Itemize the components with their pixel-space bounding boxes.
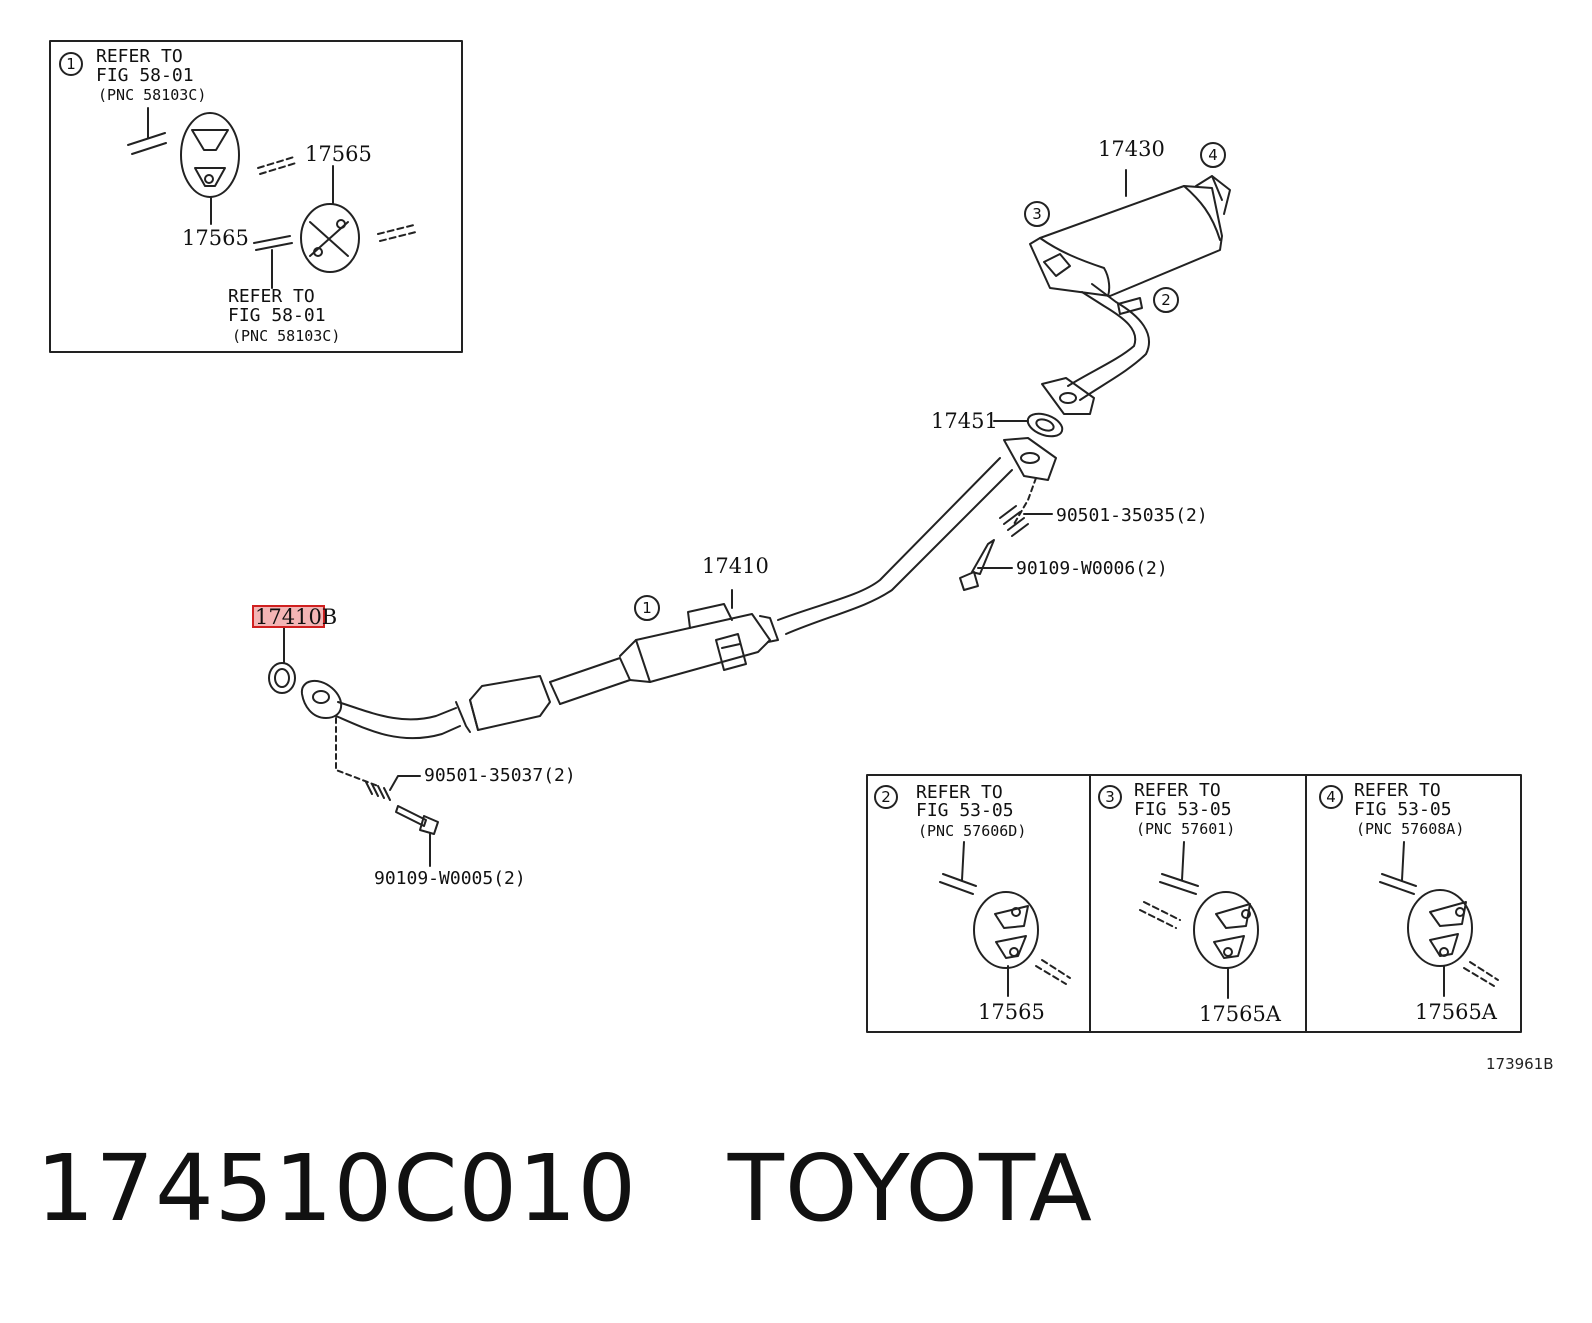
hanger-icon [1193,891,1259,969]
callout-circle-4 [1200,142,1226,168]
inset-frame-bottom [866,774,1522,1033]
front-pipe [337,701,457,721]
spring-icon [365,781,391,801]
center-pipe [777,457,1001,621]
part-number-label: 90501-35035(2) [1056,505,1208,526]
part-number-label: 17565A [1199,1002,1282,1026]
refer-line: (PNC 57608A) [1356,820,1464,838]
pipe-stub-dashed [1139,901,1181,929]
catalytic-converter [455,657,631,733]
refer-line: FIG 53-05 [1134,799,1232,820]
pipe-stub [1379,873,1417,895]
hanger-icon [1407,889,1473,967]
callout-circle-4-inset [1319,785,1343,809]
callout-circle-3 [1024,201,1050,227]
caption-spacer [637,1135,728,1242]
refer-line: FIG 53-05 [1354,799,1452,820]
callout-number: 1 [642,599,652,617]
callout-number: 4 [1208,146,1218,164]
bolt-icon [959,539,995,591]
callout-circle-2 [1153,287,1179,313]
part-number-label: 17565 [978,1000,1045,1024]
refer-line: (PNC 58103C) [232,327,340,345]
caption-part-number: 174510C010 [36,1135,638,1242]
refer-line: REFER TO [96,46,183,67]
part-number-label: 17565A [1415,1000,1498,1024]
part-number-label: 17430 [1098,137,1165,161]
muffler-inlet-pipe [1079,283,1151,401]
caption: 174510C010 TOYOTA [36,1135,1093,1245]
part-number-label: 17451 [931,409,998,433]
refer-line: FIG 58-01 [228,305,326,326]
front-pipe [335,715,461,740]
highlight-box [252,605,325,628]
figure-code: 173961B [1486,1055,1554,1073]
pipe-stub [1159,873,1199,895]
highlighted-part-number: 17410B [255,605,337,629]
pipe-stub [253,235,293,251]
leader-line [1401,841,1405,881]
muffler-inlet-pipe [1067,291,1137,387]
callout-circle-3-inset [1098,785,1122,809]
spring-icon [999,505,1029,537]
rear-flange [1003,437,1057,481]
pipe-stub-dashed [1463,961,1499,987]
muffler-flange [1041,377,1095,415]
pipe-stub-dashed [257,156,297,175]
part-number-label: 90501-35037(2) [424,765,576,786]
callout-circle-1 [634,595,660,621]
dashed-guide [1013,477,1037,525]
refer-line: REFER TO [228,286,315,307]
pipe-stub [127,132,167,155]
refer-line: REFER TO [1134,780,1221,801]
inset-frame-top [49,40,463,353]
gasket-ring-front [268,662,296,694]
hanger-icon [973,891,1039,969]
pipe-stub-dashed [377,224,417,242]
refer-line: (PNC 57601) [1136,820,1235,838]
callout-circle-1-inset [59,52,83,76]
refer-line: REFER TO [916,782,1003,803]
callout-number: 2 [881,788,891,806]
leader-line [1181,841,1185,881]
gasket-ring-rear [1026,412,1064,438]
refer-line: (PNC 57606D) [918,822,1026,840]
front-flange [300,679,342,719]
part-number-label: 90109-W0006(2) [1016,558,1168,579]
refer-line: FIG 58-01 [96,65,194,86]
inset-divider [1089,774,1307,1033]
muffler-body [1029,185,1223,297]
caption-brand: TOYOTA [727,1135,1093,1242]
callout-number: 4 [1326,788,1336,806]
refer-line: REFER TO [1354,780,1441,801]
center-pipe [785,469,1013,635]
pipe-stub-dashed [1035,959,1071,985]
callout-number: 2 [1161,291,1171,309]
hanger-bracket [1117,297,1143,315]
leader-line [961,841,965,881]
callout-circle-2-inset [874,785,898,809]
callout-number: 3 [1032,205,1042,223]
bolt-icon [395,805,439,835]
part-number-label: 17565 [305,142,372,166]
part-number-label: 90109-W0005(2) [374,868,526,889]
part-number-label: 17410 [702,554,769,578]
callout-number: 1 [66,55,76,73]
tailpipe [1195,175,1231,215]
center-resonator [619,603,779,683]
part-number-label: 17565 [182,226,249,250]
dashed-guide [335,717,379,787]
pipe-stub [939,873,977,895]
hanger-icon [300,203,360,273]
refer-line: (PNC 58103C) [98,86,206,104]
hanger-icon [180,112,240,198]
callout-number: 3 [1105,788,1115,806]
refer-line: FIG 53-05 [916,800,1014,821]
leader-line [389,775,421,791]
